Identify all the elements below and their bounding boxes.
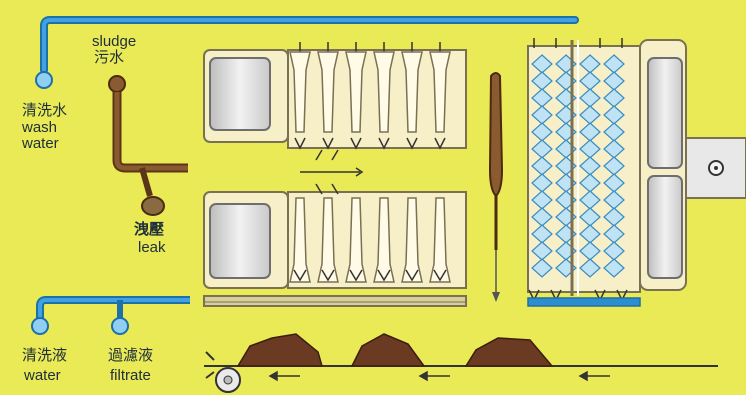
- filtrate-label-zh: 過濾液: [108, 346, 154, 364]
- filter-plate-upper: [429, 42, 451, 150]
- right-head: [639, 39, 746, 291]
- leak-valve-icon: [141, 196, 165, 216]
- water-nozzle-icon: [31, 317, 49, 335]
- wash-water-nozzle-icon: [35, 71, 53, 89]
- filter-plate-lower: [401, 197, 423, 283]
- upper-plates: [289, 42, 451, 150]
- water-label-zh: 清洗液: [22, 346, 68, 364]
- sludge-cake-1: [236, 333, 323, 367]
- membrane-cell: [579, 258, 601, 278]
- leak-label-zh: 洩壓: [134, 220, 165, 238]
- wash-water-pipe: [35, 16, 579, 89]
- membrane-section: [527, 38, 641, 302]
- filtrate-label-en: filtrate: [110, 367, 151, 384]
- water-label-en: water: [24, 367, 61, 384]
- right-rail: [527, 297, 641, 307]
- wash-water-label-en1: wash: [22, 119, 58, 136]
- filter-plate-lower: [429, 197, 451, 283]
- membrane-cell: [603, 258, 625, 278]
- membrane-cell: [531, 258, 553, 278]
- conveyor: [204, 333, 718, 393]
- wash-water-label-zh: 清洗水: [22, 101, 68, 119]
- leak-label-en: leak: [138, 239, 166, 256]
- bottom-rail: [203, 295, 467, 307]
- cake-drop-marks: [204, 351, 215, 379]
- sludge-cake-2: [350, 333, 426, 367]
- bottom-pipe: [31, 296, 190, 335]
- filter-plate-upper: [317, 42, 339, 150]
- filter-plate-upper: [289, 42, 311, 150]
- filter-plate-lower: [317, 197, 339, 283]
- filtrate-nozzle-icon: [111, 317, 129, 335]
- sludge-label-en: sludge: [92, 33, 137, 50]
- left-head-upper: [203, 49, 289, 143]
- scraper-blade: [488, 72, 504, 302]
- filter-plate-lower: [289, 197, 311, 283]
- sludge-cake-3: [464, 337, 554, 367]
- sludge-label-zh: 污水: [94, 48, 125, 66]
- filter-plate-lower: [345, 197, 367, 283]
- sludge-valve-icon: [108, 75, 126, 93]
- wash-water-label-en2: water: [22, 135, 59, 152]
- filter-plate-upper: [401, 42, 423, 150]
- conveyor-arrow-icon: [268, 370, 610, 382]
- flow-arrows: [300, 149, 364, 195]
- sludge-pipe: [108, 75, 188, 216]
- filter-plate-lower: [373, 197, 395, 283]
- lower-plates: [289, 197, 451, 283]
- filter-plate-upper: [373, 42, 395, 150]
- filter-plate-upper: [345, 42, 367, 150]
- left-head-lower: [203, 191, 289, 289]
